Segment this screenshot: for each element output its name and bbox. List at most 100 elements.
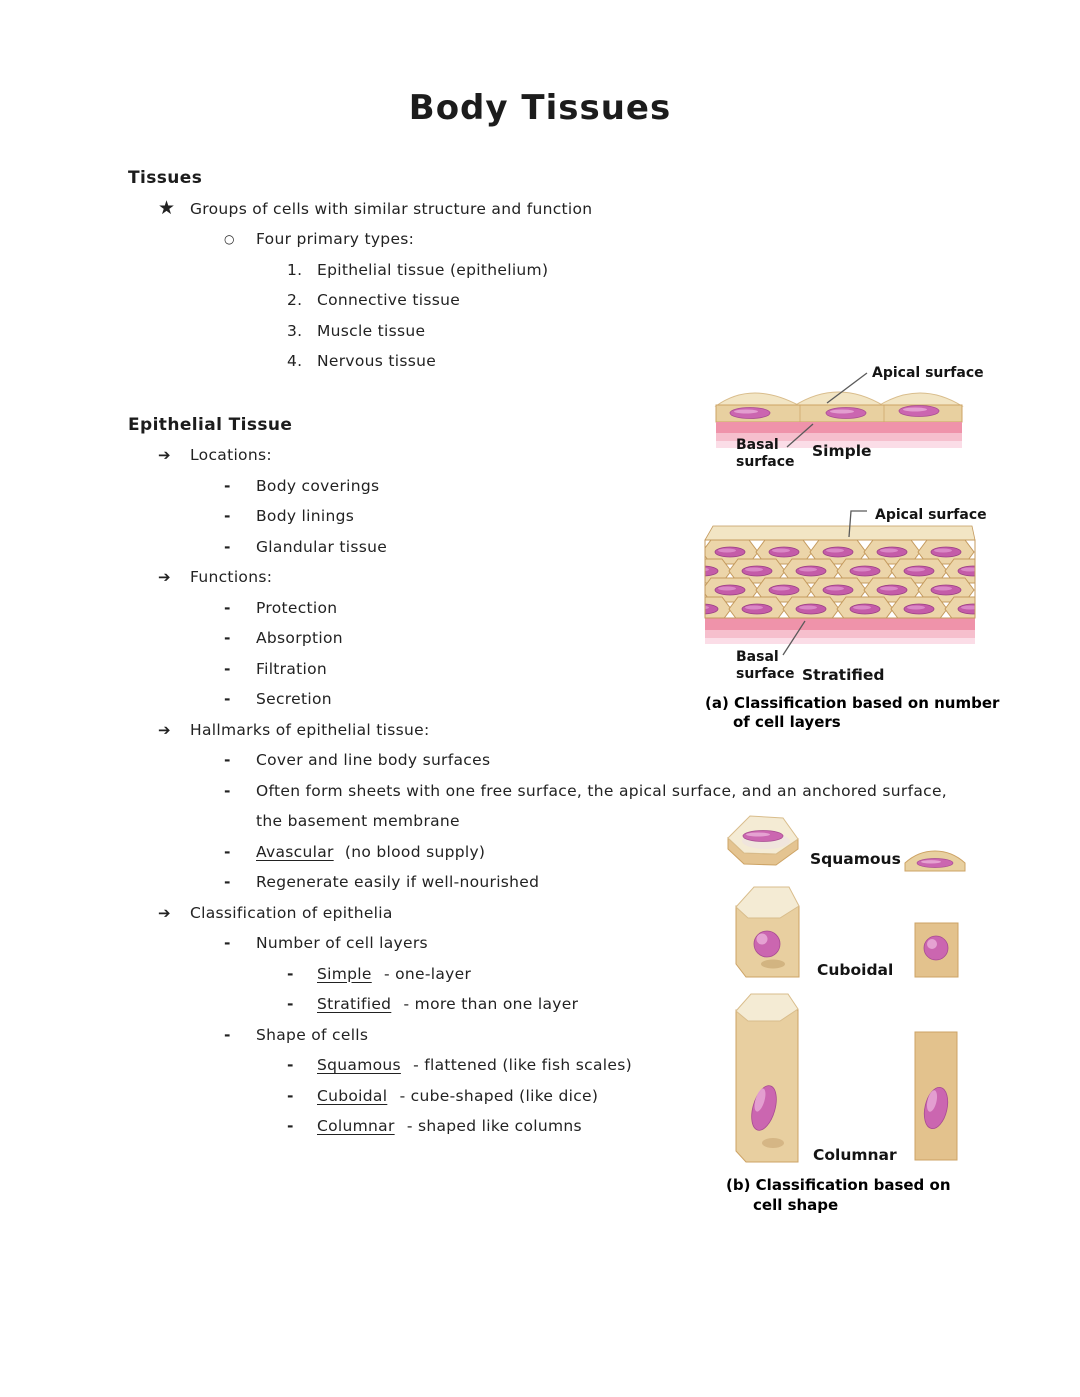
hallmark-item: - Cover and line body surfaces — [0, 745, 1080, 776]
basal-surface-label: Basal surface — [736, 437, 795, 470]
tissue-type-text: Connective tissue — [317, 291, 461, 309]
layers-line: - Number of cell layers — [0, 928, 1080, 959]
list-number: 2. — [287, 291, 303, 309]
location-text: Body linings — [256, 507, 355, 525]
function-text: Secretion — [256, 690, 332, 708]
list-number: 4. — [287, 352, 303, 370]
shape-item: - Squamous - flattened (like fish scales… — [0, 1050, 1080, 1081]
function-item: - Filtration — [0, 654, 1080, 685]
tissue-type-item: 3. Muscle tissue — [0, 316, 1080, 347]
hallmark-term: Avascular — [256, 842, 334, 861]
locations-label: Locations: — [190, 446, 272, 464]
dash-bullet-icon: - — [287, 1086, 294, 1105]
dash-bullet-icon: - — [287, 1117, 294, 1135]
shape-term: Columnar — [317, 1117, 395, 1135]
hallmark-item: - Regenerate easily if well-nourished — [0, 867, 1080, 898]
layer-item: - Stratified - more than one layer — [0, 989, 1080, 1020]
tissues-definition-text: Groups of cells with similar structure a… — [190, 199, 593, 218]
dash-bullet-icon: - — [224, 873, 231, 891]
function-text: Filtration — [256, 659, 328, 678]
figure-cell-layers: Apical surface Basal surface Simple Apic… — [700, 360, 999, 740]
tissue-type-item: 2. Connective tissue — [0, 285, 1080, 316]
location-text: Body coverings — [256, 476, 380, 495]
hallmark-text: (no blood supply) — [344, 842, 486, 861]
stratified-label: Stratified — [802, 666, 885, 684]
shape-item: - Cuboidal - cube-shaped (like dice) — [0, 1081, 1080, 1112]
figure-b-caption-line2: cell shape — [753, 1196, 839, 1214]
tissue-type-text: Epithelial tissue (epithelium) — [317, 260, 549, 279]
dash-bullet-icon: - — [224, 934, 231, 952]
shape-definition: - cube-shaped (like dice) — [399, 1086, 599, 1105]
locations-line: ➔ Locations: — [0, 440, 1080, 471]
squamous-label: Squamous — [810, 850, 901, 868]
list-number: 1. — [287, 260, 303, 279]
shapes-line: - Shape of cells — [0, 1020, 1080, 1051]
hallmarks-label: Hallmarks of epithelial tissue: — [190, 720, 430, 739]
location-item: - Body coverings — [0, 471, 1080, 502]
function-item: - Secretion — [0, 684, 1080, 715]
figure-a-caption-line2: of cell layers — [733, 713, 841, 731]
shape-definition: - flattened (like fish scales) — [413, 1056, 632, 1074]
layer-term: Stratified — [317, 995, 392, 1013]
cell-shape-illustrations — [727, 815, 966, 1163]
hallmark-text: Regenerate easily if well-nourished — [256, 873, 540, 891]
functions-label: Functions: — [190, 568, 273, 586]
tissue-type-text: Nervous tissue — [317, 352, 437, 370]
layer-term: Simple — [317, 964, 372, 983]
basal-label-line2: surface — [736, 453, 795, 470]
layer-item: - Simple - one-layer — [0, 959, 1080, 990]
four-types-label: Four primary types: — [256, 230, 415, 248]
tissues-heading: Tissues — [128, 168, 203, 188]
layer-definition: - one-layer — [383, 964, 472, 983]
basal-label-line1: Basal — [736, 649, 779, 665]
dash-bullet-icon: - — [224, 1025, 231, 1044]
layers-label: Number of cell layers — [256, 934, 428, 952]
shape-term: Squamous — [317, 1056, 401, 1074]
dash-bullet-icon: - — [224, 842, 231, 861]
dash-bullet-icon: - — [224, 781, 231, 800]
dash-bullet-icon: - — [224, 690, 231, 708]
dash-bullet-icon: - — [224, 537, 231, 556]
basal-label-line1: Basal — [736, 437, 779, 453]
simple-label: Simple — [812, 442, 872, 460]
classification-line: ➔ Classification of epithelia — [0, 898, 1080, 929]
dash-bullet-icon: - — [287, 964, 294, 983]
shape-definition: - shaped like columns — [406, 1117, 582, 1135]
dash-bullet-icon: - — [287, 1056, 294, 1074]
layer-definition: - more than one layer — [403, 995, 579, 1013]
classification-label: Classification of epithelia — [190, 903, 393, 922]
four-types-line: ○ Four primary types: — [0, 224, 1080, 255]
figure-b-caption-line1: (b) Classification based on — [726, 1176, 951, 1194]
dash-bullet-icon: - — [224, 507, 231, 525]
hallmark-text: Often form sheets with one free surface,… — [256, 781, 948, 831]
figure-a-caption-line1: (a) Classification based on number — [705, 694, 1000, 712]
hallmark-item: - Avascular (no blood supply) — [0, 837, 1080, 868]
function-item: - Absorption — [0, 623, 1080, 654]
basal-label-line2: surface — [736, 665, 795, 682]
shapes-label: Shape of cells — [256, 1025, 369, 1044]
function-item: - Protection — [0, 593, 1080, 624]
star-bullet-icon: ★ — [158, 196, 176, 219]
list-number: 3. — [287, 321, 303, 340]
hallmarks-line: ➔ Hallmarks of epithelial tissue: — [0, 715, 1080, 746]
page-title: Body Tissues — [408, 88, 672, 128]
function-text: Protection — [256, 598, 338, 617]
stratified-epithelium-illustration — [700, 510, 980, 656]
location-item: - Body linings — [0, 501, 1080, 532]
arrow-bullet-icon: ➔ — [158, 720, 171, 739]
location-item: - Glandular tissue — [0, 532, 1080, 563]
tissue-type-text: Muscle tissue — [317, 321, 426, 340]
hallmark-item: - Often form sheets with one free surfac… — [0, 776, 961, 837]
tissue-type-item: 1. Epithelial tissue (epithelium) — [0, 255, 1080, 286]
cuboidal-label: Cuboidal — [817, 961, 894, 979]
basal-surface-label: Basal surface — [736, 649, 795, 682]
dash-bullet-icon: - — [224, 598, 231, 617]
shape-term: Cuboidal — [317, 1086, 388, 1105]
simple-epithelium-illustration — [714, 372, 964, 448]
arrow-bullet-icon: ➔ — [158, 903, 171, 922]
tissue-type-item: 4. Nervous tissue — [0, 346, 1080, 377]
arrow-bullet-icon: ➔ — [158, 446, 171, 464]
apical-surface-label: Apical surface — [875, 507, 987, 523]
figure-cell-shape: Squamous Cuboidal Columnar (b) Classific… — [700, 805, 990, 1225]
